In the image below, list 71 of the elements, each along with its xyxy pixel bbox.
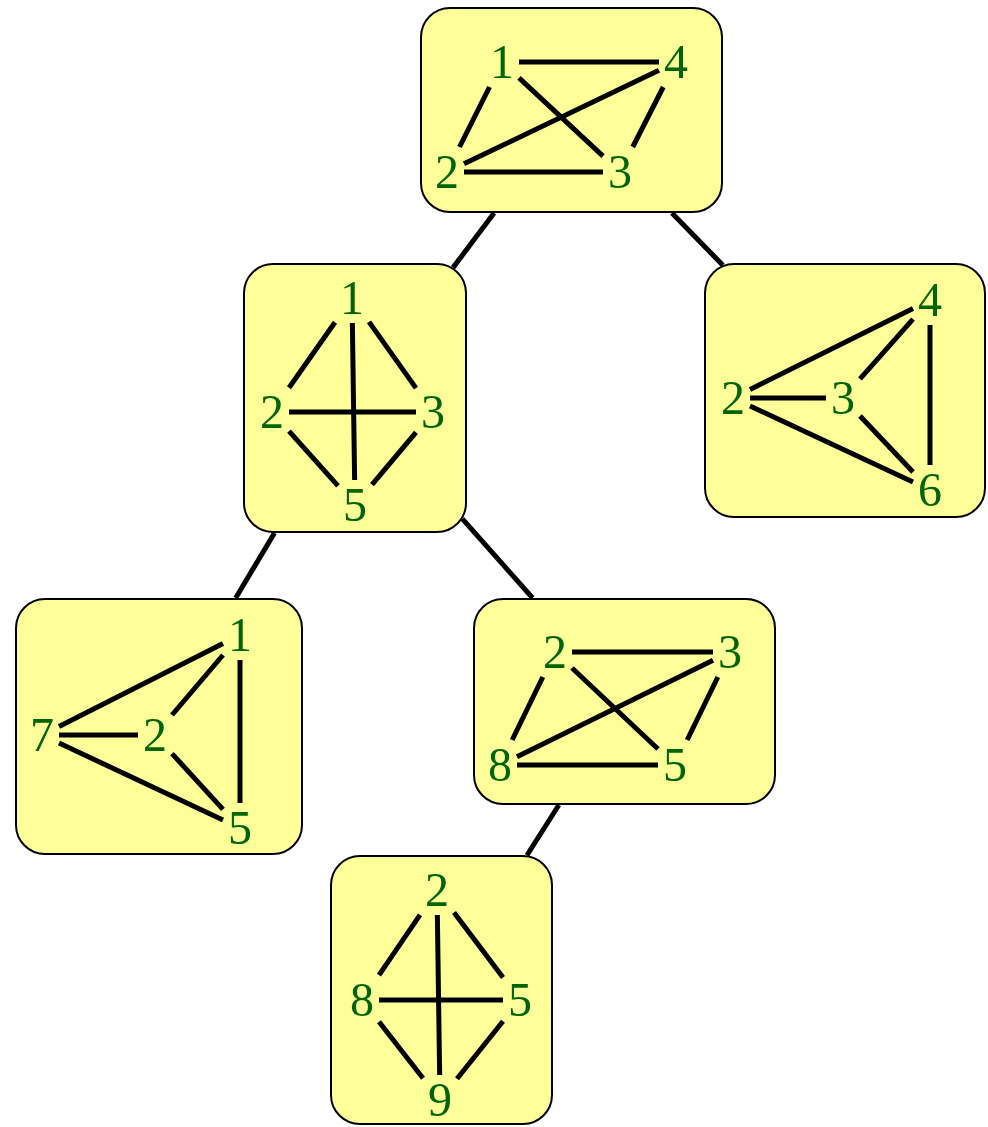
vertex-label: 3 [421, 392, 445, 432]
tree-edge [524, 803, 561, 857]
graph-edge [748, 306, 915, 392]
graph-edge [464, 169, 603, 175]
tree-edge [460, 517, 535, 600]
graph-edge [376, 913, 423, 977]
graph-edge [57, 740, 225, 823]
graph-edge [377, 1020, 425, 1080]
vertex-label: 2 [435, 152, 459, 192]
graph-edge [509, 675, 546, 742]
vertex-label: 2 [425, 870, 449, 910]
tree-edge [670, 211, 725, 267]
graph-edge [570, 666, 660, 751]
graph-edge [57, 641, 225, 729]
graph-edge [519, 59, 659, 65]
vertex-label: 2 [143, 715, 167, 755]
graph-edge [286, 320, 338, 390]
graph-edge [457, 85, 492, 149]
graph-edge [684, 675, 721, 742]
vertex-label: 8 [488, 745, 512, 785]
graph-edge [237, 660, 243, 803]
vertex-label: 7 [30, 715, 54, 755]
graph-edge [289, 409, 416, 415]
vertex-label: 1 [228, 615, 252, 655]
vertex-label: 5 [228, 808, 252, 848]
graph-edge [572, 649, 713, 655]
graph-edge [379, 997, 503, 1003]
tree-edge [451, 211, 497, 270]
graph-edge [452, 911, 505, 979]
graph-edge [366, 320, 419, 390]
graph-edge [170, 653, 225, 717]
graph-box [330, 855, 553, 1125]
vertex-label: 4 [664, 42, 688, 82]
graph-box [420, 7, 723, 213]
vertex-label: 9 [428, 1080, 452, 1120]
graph-edge [59, 732, 138, 738]
vertex-label: 2 [543, 632, 567, 672]
graph-edge [515, 658, 715, 759]
graph-edge [517, 76, 605, 158]
vertex-label: 2 [721, 378, 745, 418]
graph-edge [858, 317, 915, 381]
graph-edge [927, 325, 933, 465]
graph-edge [750, 395, 826, 401]
vertex-label: 4 [918, 280, 942, 320]
vertex-label: 2 [260, 392, 284, 432]
vertex-label: 5 [508, 980, 532, 1020]
graph-edge [748, 403, 915, 485]
graph-box [15, 598, 303, 855]
graph-edge [858, 414, 915, 474]
vertex-label: 1 [490, 42, 514, 82]
graph-edge [170, 751, 225, 812]
vertex-label: 5 [663, 745, 687, 785]
vertex-label: 3 [831, 378, 855, 418]
vertex-label: 5 [343, 485, 367, 525]
vertex-label: 3 [718, 632, 742, 672]
graph-edge [434, 914, 443, 1076]
graph-edge [517, 762, 658, 768]
vertex-label: 3 [608, 152, 632, 192]
graph-edge [349, 322, 358, 481]
vertex-label: 8 [350, 980, 374, 1020]
vertex-label: 1 [340, 278, 364, 318]
graph-box [473, 598, 776, 805]
graph-edge [287, 429, 340, 488]
graph-edge [462, 67, 661, 167]
graph-box [243, 263, 467, 533]
vertex-label: 6 [918, 470, 942, 510]
graph-edge [370, 430, 418, 487]
graph-edge [630, 85, 666, 149]
graph-box [704, 263, 986, 518]
graph-edge [455, 1019, 505, 1081]
tree-edge [233, 531, 277, 600]
